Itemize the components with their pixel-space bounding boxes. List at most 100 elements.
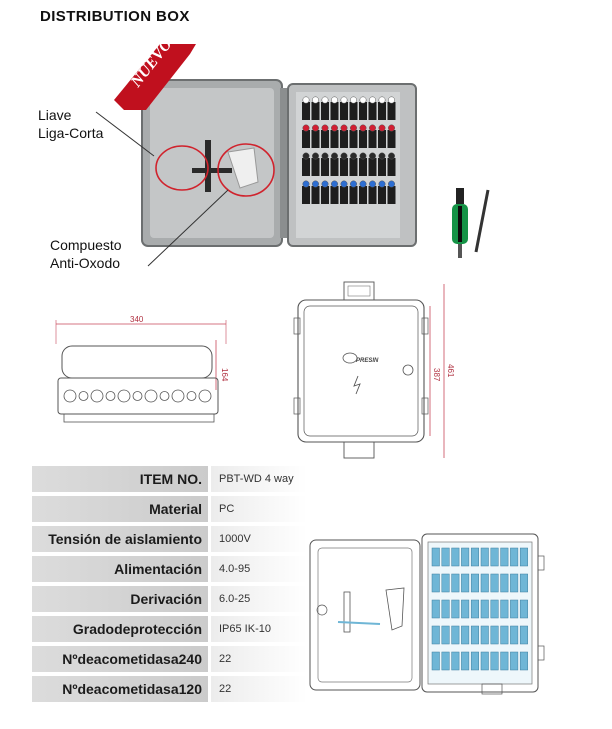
terminal-cap [350, 96, 357, 104]
terminal-cap [359, 96, 367, 104]
nuevo-badge: NUEVO [114, 36, 196, 110]
terminal-block [461, 651, 470, 671]
terminal-block [311, 130, 320, 148]
screwdriver-photo [452, 188, 490, 258]
cable-entry-hole [78, 391, 89, 401]
terminal-block [387, 102, 396, 120]
dimension-width: 340 [130, 315, 144, 324]
terminal-block [470, 573, 479, 593]
terminal-block [368, 186, 377, 204]
terminal-block [330, 158, 339, 176]
terminal-block [500, 599, 509, 619]
terminal-block [431, 651, 440, 671]
terminal-block [441, 599, 450, 619]
terminal-cap [369, 152, 376, 160]
terminal-block [330, 186, 339, 204]
terminal-block [490, 573, 499, 593]
terminal-block [470, 599, 479, 619]
terminal-block [387, 158, 396, 176]
terminal-block [510, 599, 519, 619]
spec-value: 1000V [211, 526, 307, 552]
terminal-cap [350, 180, 357, 188]
distribution-box-photo [95, 79, 417, 267]
terminal-block [519, 573, 528, 593]
terminal-cap [378, 96, 386, 104]
terminal-cap [312, 152, 319, 160]
terminal-block [302, 130, 310, 148]
terminal-block [441, 625, 450, 645]
terminal-block [431, 547, 440, 567]
terminal-cap [321, 96, 329, 104]
terminal-block [330, 102, 339, 120]
callout-llave-line2: Liga-Corta [38, 125, 104, 141]
terminal-block [500, 573, 509, 593]
callout-compuesto-line1: Compuesto [50, 237, 122, 253]
terminal-cap [331, 152, 338, 160]
terminal-block [461, 573, 470, 593]
terminal-cap [350, 124, 357, 132]
open-box-line-drawing [309, 533, 545, 695]
cable-entry-hole [171, 389, 185, 403]
terminal-cap [340, 124, 348, 132]
cable-entry-hole [198, 389, 212, 403]
terminal-block [378, 130, 386, 148]
spec-value: PC [211, 496, 307, 522]
terminal-block [490, 547, 499, 567]
terminal-block [480, 599, 489, 619]
terminal-cap [302, 96, 310, 104]
terminal-block [500, 651, 509, 671]
terminal-cap [359, 152, 367, 160]
terminal-cap [321, 180, 329, 188]
spec-value: 22 [211, 646, 307, 672]
terminal-cap [331, 96, 338, 104]
terminal-cap [388, 124, 395, 132]
terminal-block [321, 102, 329, 120]
terminal-block [340, 186, 348, 204]
dimension-outer-height: 461 [446, 364, 455, 378]
callout-llave-line1: Liave [38, 107, 72, 123]
terminal-cap [331, 124, 338, 132]
spec-label: Derivación [32, 586, 208, 612]
spec-value: 22 [211, 676, 307, 702]
dimension-inner-height: 387 [432, 368, 441, 382]
terminal-block [500, 547, 509, 567]
cable-entry-hole [90, 389, 104, 403]
terminal-block [490, 599, 499, 619]
terminal-block [359, 158, 367, 176]
cable-entry-hole [159, 391, 170, 401]
spec-value: 6.0-25 [211, 586, 307, 612]
terminal-block [340, 130, 348, 148]
terminal-block [349, 130, 358, 148]
terminal-block [349, 102, 358, 120]
spec-label: Nºdeacometidasa120 [32, 676, 208, 702]
terminal-cap [312, 124, 319, 132]
callout-llave: Liave Liga-Corta [38, 106, 103, 142]
terminal-block [311, 158, 320, 176]
terminal-cap [388, 152, 395, 160]
spec-value: PBT-WD 4 way [211, 466, 307, 492]
terminal-block [480, 651, 489, 671]
terminal-block [431, 573, 440, 593]
terminal-block [378, 186, 386, 204]
spec-label: Alimentación [32, 556, 208, 582]
terminal-cap [359, 180, 367, 188]
cable-entry-hole [105, 391, 116, 401]
terminal-cap [340, 96, 348, 104]
terminal-cap [388, 180, 395, 188]
terminal-block [441, 651, 450, 671]
cable-entry-hole [63, 389, 77, 403]
terminal-block [321, 158, 329, 176]
terminal-block [519, 625, 528, 645]
callout-compuesto-line2: Anti-Oxodo [50, 255, 121, 271]
terminal-cap [340, 180, 348, 188]
terminal-cap [378, 180, 386, 188]
terminal-block [431, 599, 440, 619]
dimension-height-side: 164 [220, 368, 229, 382]
terminal-block [461, 547, 470, 567]
spec-label: ITEM NO. [32, 466, 208, 492]
terminal-cap [312, 96, 319, 104]
terminal-block [519, 599, 528, 619]
terminal-block [490, 625, 499, 645]
terminal-block [461, 625, 470, 645]
side-view-drawing: 340 164 [55, 315, 229, 423]
